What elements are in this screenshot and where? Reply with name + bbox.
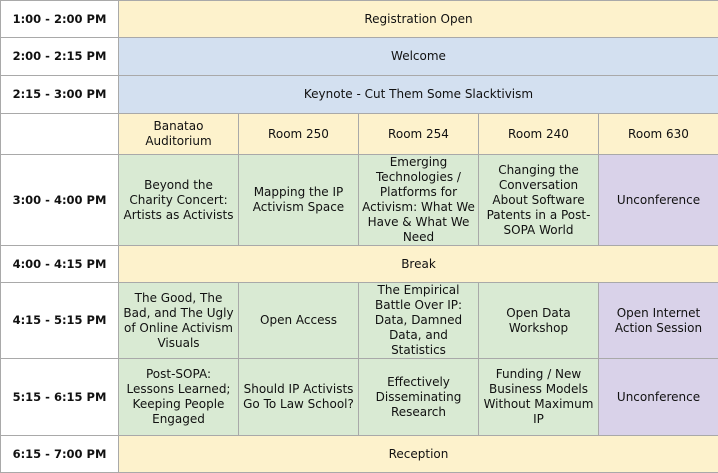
schedule-row-registration: 1:00 - 2:00 PM Registration Open [1, 1, 718, 38]
session-cell: Changing the Conversation About Software… [479, 155, 599, 246]
time-slot: 3:00 - 4:00 PM [1, 155, 119, 246]
unconference-cell: Unconference [599, 155, 718, 246]
plenary-event-reception: Reception [119, 436, 718, 473]
room-header-row: Banatao Auditorium Room 250 Room 254 Roo… [1, 114, 718, 155]
empty-corner-cell [1, 114, 119, 155]
schedule-row-welcome: 2:00 - 2:15 PM Welcome [1, 38, 718, 76]
schedule-row-keynote: 2:15 - 3:00 PM Keynote - Cut Them Some S… [1, 76, 718, 114]
time-slot: 5:15 - 6:15 PM [1, 359, 119, 436]
session-cell: Beyond the Charity Concert: Artists as A… [119, 155, 239, 246]
session-cell: Open Data Workshop [479, 283, 599, 359]
plenary-event-keynote: Keynote - Cut Them Some Slacktivism [119, 76, 718, 114]
session-cell: Funding / New Business Models Without Ma… [479, 359, 599, 436]
session-cell: Emerging Technologies / Platforms for Ac… [359, 155, 479, 246]
room-header-banatao: Banatao Auditorium [119, 114, 239, 155]
room-header-630: Room 630 [599, 114, 718, 155]
session-cell: The Empirical Battle Over IP: Data, Damn… [359, 283, 479, 359]
time-slot: 6:15 - 7:00 PM [1, 436, 119, 473]
time-slot: 4:00 - 4:15 PM [1, 246, 119, 283]
plenary-event-registration: Registration Open [119, 1, 718, 38]
session-row-1: 3:00 - 4:00 PM Beyond the Charity Concer… [1, 155, 718, 246]
session-cell: Post-SOPA: Lessons Learned; Keeping Peop… [119, 359, 239, 436]
room-header-254: Room 254 [359, 114, 479, 155]
schedule-row-reception: 6:15 - 7:00 PM Reception [1, 436, 718, 473]
session-cell: Effectively Disseminating Research [359, 359, 479, 436]
session-row-3: 5:15 - 6:15 PM Post-SOPA: Lessons Learne… [1, 359, 718, 436]
unconference-cell: Unconference [599, 359, 718, 436]
time-slot: 4:15 - 5:15 PM [1, 283, 119, 359]
session-row-2: 4:15 - 5:15 PM The Good, The Bad, and Th… [1, 283, 718, 359]
room-header-250: Room 250 [239, 114, 359, 155]
session-cell: Mapping the IP Activism Space [239, 155, 359, 246]
session-cell: The Good, The Bad, and The Ugly of Onlin… [119, 283, 239, 359]
time-slot: 2:15 - 3:00 PM [1, 76, 119, 114]
time-slot: 1:00 - 2:00 PM [1, 1, 119, 38]
plenary-event-welcome: Welcome [119, 38, 718, 76]
schedule-row-break: 4:00 - 4:15 PM Break [1, 246, 718, 283]
time-slot: 2:00 - 2:15 PM [1, 38, 119, 76]
plenary-event-break: Break [119, 246, 718, 283]
session-cell: Open Access [239, 283, 359, 359]
room-header-240: Room 240 [479, 114, 599, 155]
session-cell: Should IP Activists Go To Law School? [239, 359, 359, 436]
unconference-cell: Open Internet Action Session [599, 283, 718, 359]
